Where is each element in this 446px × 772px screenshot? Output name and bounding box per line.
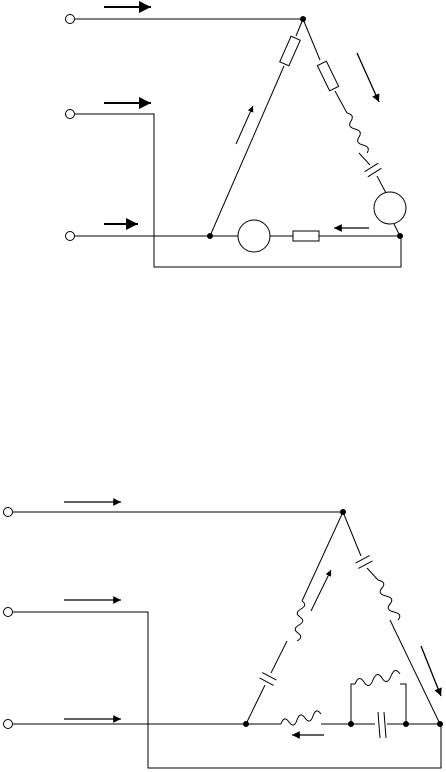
- terminal-b-2: [3, 607, 13, 617]
- inductor-right-1: [346, 112, 369, 154]
- wire-right-branch-1c: [358, 152, 371, 166]
- source-right-1: [373, 191, 407, 225]
- wire-parallel-left-2: [350, 683, 355, 724]
- arrow-left-branch-1: [235, 105, 254, 145]
- capacitor-left-2: [259, 672, 277, 686]
- wire-left-branch-2c: [245, 684, 266, 725]
- arrow-left-branch-2: [310, 569, 332, 612]
- wire-b-1: [75, 113, 402, 268]
- terminal-c-2: [3, 719, 13, 729]
- wire-right-branch-1a: [302, 18, 321, 61]
- terminal-b-1: [65, 109, 75, 119]
- terminal-a-1: [65, 14, 75, 24]
- inductor-bottom-2: [280, 710, 322, 726]
- capacitor-right-1: [364, 162, 382, 178]
- wire-left-branch-2a: [301, 511, 344, 602]
- wire-right-branch-1e: [393, 223, 401, 237]
- wire-left-branch-1b: [209, 65, 285, 237]
- source-bottom-1: [237, 219, 271, 253]
- circuit-2: [3, 498, 443, 769]
- capacitor-right-2: [355, 555, 373, 569]
- resistor-left-1: [279, 35, 301, 67]
- inductor-parallel-2: [354, 670, 401, 686]
- wire-b-2: [13, 611, 442, 769]
- wire-left-branch-2b: [270, 640, 288, 674]
- wire-right-branch-2a: [342, 511, 362, 557]
- wire-parallel-right-2: [400, 683, 407, 724]
- wire-right-branch-2b: [366, 567, 379, 581]
- arrow-right-branch-2: [420, 645, 442, 697]
- terminal-a-2: [3, 507, 13, 517]
- arrow-right-branch-1: [356, 52, 380, 103]
- wire-left-branch-1a: [295, 18, 304, 37]
- terminal-c-1: [65, 231, 75, 241]
- resistor-right-1: [316, 60, 340, 92]
- circuit-1: [65, 1, 407, 268]
- inductor-right-2: [377, 579, 401, 621]
- capacitor-bottom-2: [377, 711, 387, 739]
- wire-right-branch-1b: [334, 90, 348, 114]
- inductor-left-2: [294, 600, 306, 642]
- resistor-bottom-1: [292, 230, 320, 242]
- wire-right-branch-1d: [376, 175, 387, 194]
- wire-right-branch-2c: [389, 619, 441, 725]
